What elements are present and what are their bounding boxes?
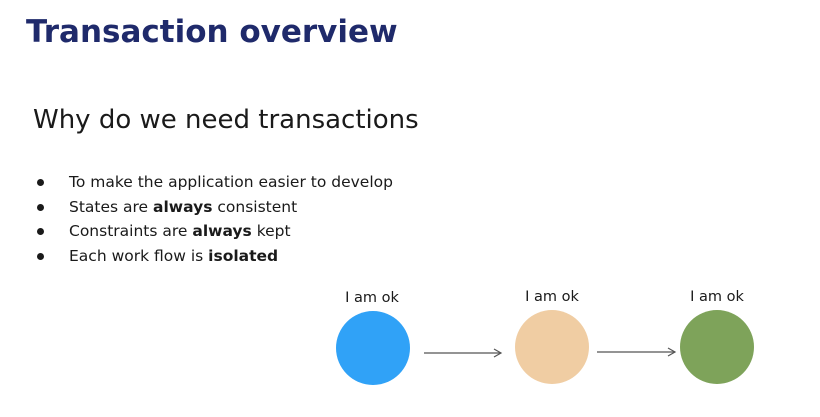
bullet-text-part: kept	[251, 222, 291, 240]
bullet-text: To make the application easier to develo…	[69, 170, 393, 195]
bullet-text-part: States are	[69, 197, 154, 216]
node-label-1: I am ok	[345, 290, 399, 306]
state-circle-1	[336, 311, 410, 385]
bullet-text-emphasis: always	[192, 222, 252, 240]
bullet-text-emphasis: always	[153, 197, 213, 216]
bullet-dot-icon	[37, 228, 44, 235]
bullet-text: Each work flow is isolated	[69, 244, 278, 269]
bullet-text: States are always consistent	[69, 195, 297, 220]
bullet-text-part: Constraints are	[69, 222, 193, 240]
bullet-text-emphasis: isolated	[208, 246, 279, 265]
slide-title: Transaction overview	[26, 14, 398, 50]
bullet-dot-icon	[37, 179, 44, 186]
arrow-right-icon	[424, 348, 503, 358]
bullet-text-part: To make the application easier to develo…	[69, 173, 393, 191]
bullet-text-part: Each work flow is	[69, 246, 209, 265]
bullet-text-part: consistent	[212, 197, 298, 216]
state-circle-2	[515, 310, 589, 384]
node-label-3: I am ok	[690, 289, 744, 305]
slide-subtitle: Why do we need transactions	[33, 105, 419, 135]
bullet-dot-icon	[37, 252, 44, 260]
arrow-right-icon	[597, 347, 677, 357]
bullet-dot-icon	[37, 203, 44, 211]
bullet-text: Constraints are always kept	[69, 219, 291, 244]
node-label-2: I am ok	[525, 289, 579, 305]
state-circle-3	[680, 310, 754, 384]
